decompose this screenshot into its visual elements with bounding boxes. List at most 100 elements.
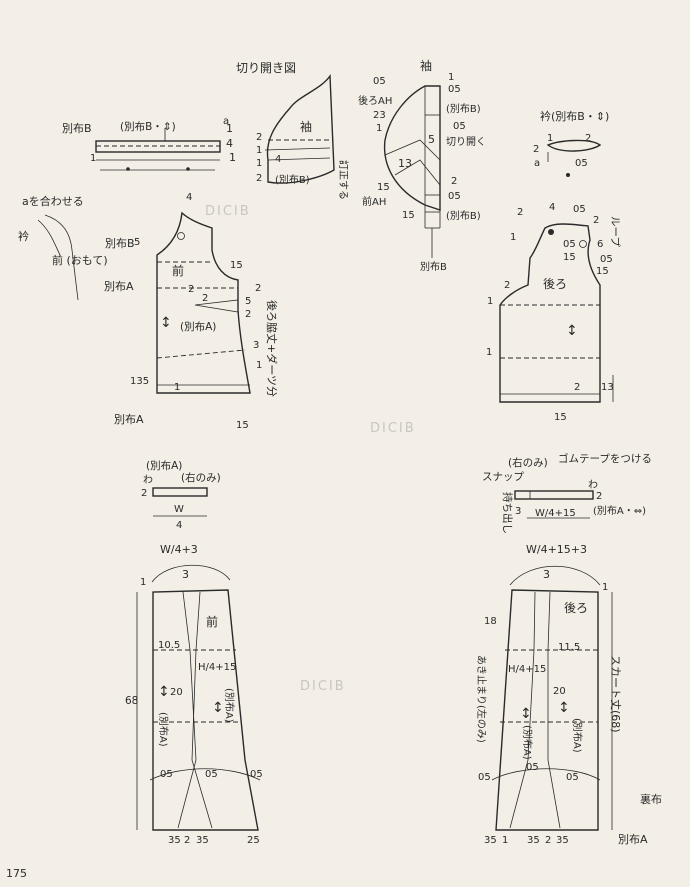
measure: H/4+15 — [508, 664, 546, 675]
measure: 05 — [448, 191, 461, 202]
label-waist-front-right: (右のみ) — [181, 471, 221, 484]
watermark: DICIB — [300, 679, 346, 694]
label-wa: わ — [143, 474, 153, 486]
measure: 15 — [402, 210, 415, 221]
measure: 2 — [517, 207, 523, 218]
measure: 15 — [554, 412, 567, 423]
measure: H/4+15 — [198, 662, 236, 673]
label-waist-front-top: (別布A) — [146, 460, 182, 472]
measure: 1 — [90, 153, 96, 164]
measure: 1 — [547, 133, 553, 144]
measure: 5 — [428, 133, 435, 146]
label-sleeve-small: 袖 — [300, 119, 312, 134]
measure: 13 — [601, 382, 614, 393]
measure: 2 — [533, 144, 539, 155]
measure: 3 — [515, 506, 521, 517]
measure: 1 — [487, 296, 493, 307]
arrow: ↕ — [212, 700, 224, 716]
label-betsu-b-paren3: (別布B) — [446, 210, 481, 222]
measure: 5 — [245, 296, 251, 307]
front-skirt-waist-arc — [151, 564, 231, 583]
measure: 05 — [566, 772, 579, 783]
collar-sketch — [37, 214, 79, 301]
back-waistband — [514, 490, 594, 500]
measure: 11.5 — [558, 642, 580, 653]
measure: 4 — [549, 202, 555, 213]
label-gom-tape: ゴムテープをつける — [558, 452, 652, 465]
measure: 05 — [453, 121, 466, 132]
measure: 2 — [245, 309, 251, 320]
svg-text:(別布A): (別布A) — [521, 725, 533, 760]
title-opening-diagram: 切り開き図 — [236, 61, 296, 75]
measure: W — [174, 504, 184, 515]
front-waistband — [152, 487, 208, 497]
label-betsu-a-skirt-f: (別布A) — [223, 688, 235, 723]
measure: 1 — [486, 347, 492, 358]
front-bodice-pattern — [156, 211, 251, 394]
label-betsu-a-corner: 別布A — [618, 833, 648, 846]
label-skirt-back: 後ろ — [564, 601, 588, 615]
label-betsu-a-skirt-f2: (別布A) — [157, 712, 169, 747]
measure: 1 — [256, 158, 262, 169]
label-collar: 衿 — [18, 229, 29, 243]
measure: 05 — [563, 239, 576, 250]
measure: 68 — [125, 695, 138, 707]
measure: 2 — [504, 280, 510, 291]
measure: 2 — [184, 835, 190, 846]
svg-text:訂正する: 訂正する — [337, 160, 350, 200]
label-betsu-a-skirt-b: (別布A) — [521, 725, 533, 760]
measure: 3 — [253, 340, 259, 351]
measure: 35 — [527, 835, 540, 846]
measure: 2 — [256, 132, 262, 143]
measure: 1 — [256, 360, 262, 371]
measure: 23 — [373, 110, 386, 121]
svg-text:持ち出し: 持ち出し — [501, 492, 514, 534]
label-snap: スナップ — [482, 471, 524, 483]
measure: 1 — [174, 382, 180, 393]
measure: 4 — [226, 137, 233, 150]
measure: 15 — [230, 260, 243, 271]
label-betsu-b-single: 別布B — [420, 261, 447, 273]
label-strip: (別布B・⇕) — [120, 121, 176, 133]
back-skirt-waist-arc — [509, 566, 601, 586]
arrow: ↕ — [158, 684, 170, 700]
label-front-omote: 前 (おもて) — [52, 253, 108, 267]
measure: 18 — [484, 616, 497, 627]
svg-text:(別布A): (別布A) — [223, 688, 235, 723]
arrow: ↕ — [160, 315, 172, 331]
measure: 6 — [597, 239, 603, 250]
watermark: DICIB — [205, 204, 251, 219]
label-betsu-a-arrow: (別布A・⇔) — [593, 505, 646, 517]
measure: 3 — [543, 568, 550, 581]
measure: 05 — [526, 762, 539, 773]
label-betsu-b-front: 別布B — [105, 237, 135, 250]
measure: 05 — [573, 204, 586, 215]
label-wa: わ — [588, 479, 598, 491]
measure: 35 — [168, 835, 181, 846]
label-ura-nuno: 裏布 — [640, 792, 662, 806]
measure: 1 — [502, 835, 508, 846]
label-front-ah: 前AH — [362, 195, 386, 208]
svg-text:スカート丈(68): スカート丈(68) — [609, 655, 622, 733]
measure: 20 — [553, 686, 566, 697]
measure: 05 — [205, 769, 218, 780]
measure: 15 — [377, 182, 390, 193]
label-skirt-length: スカート丈(68) — [609, 655, 622, 733]
measure: a — [534, 158, 540, 169]
measure: 2 — [593, 215, 599, 226]
arrow: ↕ — [520, 706, 532, 722]
measure: 35 — [484, 835, 497, 846]
measure: 4 — [275, 154, 281, 165]
sleeve-pattern — [383, 85, 441, 258]
label-loop: ループ — [609, 216, 621, 247]
arrow: ↕ — [566, 323, 578, 339]
measure: 05 — [575, 158, 588, 169]
measure: 25 — [247, 835, 260, 846]
bias-strip-piece — [95, 128, 221, 171]
measure: 2 — [141, 488, 147, 499]
label-back-ah: 後ろAH — [358, 94, 392, 107]
measure: 20 — [170, 687, 183, 698]
measure: 35 — [196, 835, 209, 846]
measure: 1 — [140, 577, 146, 588]
